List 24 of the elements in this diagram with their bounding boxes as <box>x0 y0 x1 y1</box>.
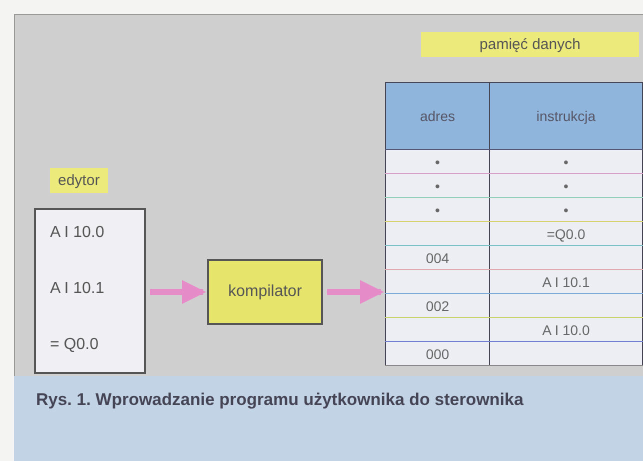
code-line: A I 10.0 <box>50 224 104 242</box>
table-cell: 000 <box>426 346 450 362</box>
table-cell: • <box>435 202 440 218</box>
table-cell: 004 <box>426 250 450 266</box>
table-cell: • <box>435 154 440 170</box>
heading-label: pamięć danych <box>421 32 639 57</box>
arrow <box>327 280 384 304</box>
caption: Rys. 1. Wprowadzanie programu użytkownika do sterownika <box>36 389 524 411</box>
code-line: A I 10.1 <box>50 280 104 298</box>
table-cell: A I 10.1 <box>542 274 590 290</box>
column-header: instrukcja <box>490 82 642 150</box>
box-label: kompilator <box>228 283 302 301</box>
compiler-box <box>207 259 323 325</box>
table-cell: • <box>564 202 568 218</box>
heading-label: edytor <box>50 168 108 193</box>
arrow <box>150 280 206 304</box>
table-cell: =Q0.0 <box>546 226 586 242</box>
code-line: = Q0.0 <box>50 336 98 354</box>
table-cell: • <box>435 178 440 194</box>
table-cell: • <box>564 154 568 170</box>
table-cell: 002 <box>426 298 450 314</box>
table-cell: • <box>564 178 568 194</box>
column-header: adres <box>386 82 490 150</box>
table-cell: A I 10.0 <box>542 322 590 338</box>
